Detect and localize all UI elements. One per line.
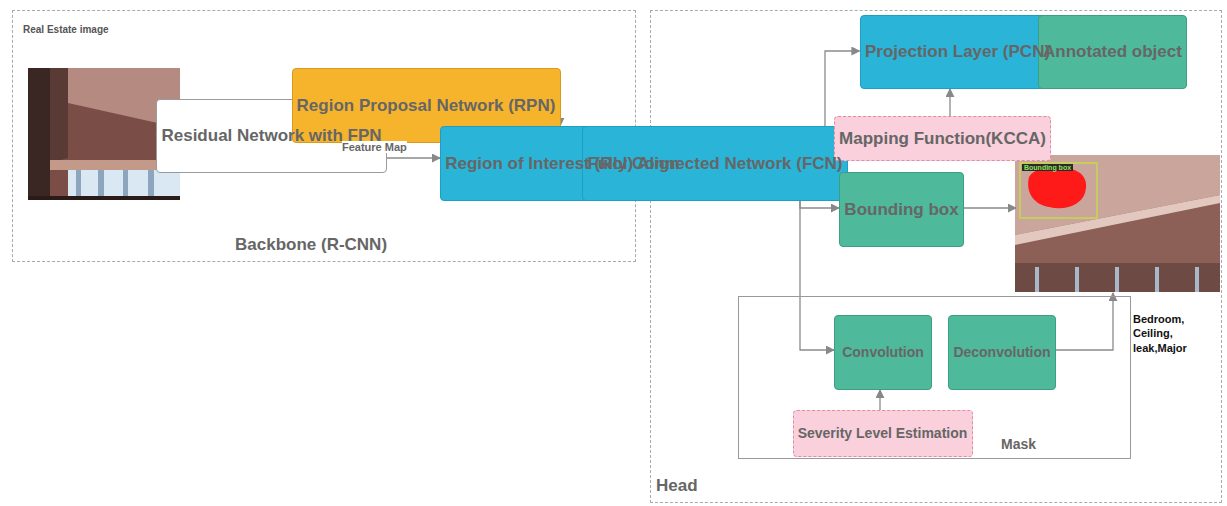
- flow-arrow: [964, 207, 1016, 208]
- wall-corner: [50, 68, 68, 163]
- box-label: Convolution: [842, 344, 924, 362]
- curtain-fold: [98, 170, 104, 196]
- auxiliary-box: Mapping Function(KCCA): [834, 116, 1051, 161]
- edge-label-text: Feature Map: [342, 141, 407, 153]
- process-box: Projection Layer (PCN): [860, 15, 1056, 89]
- leak-mask: [1028, 167, 1086, 208]
- wall: [1015, 155, 1220, 292]
- box-label: Bounding box: [844, 199, 958, 220]
- process-box: Deconvolution: [948, 315, 1056, 390]
- backbone-region: Backbone (R-CNN)Real Estate imageResidua…: [12, 10, 636, 262]
- box-label: Region Proposal Network (RPN): [297, 95, 556, 116]
- group-label: Mask: [1001, 436, 1036, 452]
- door-shadow: [28, 68, 50, 200]
- group-label: Head: [656, 476, 698, 496]
- box-label: Annotated object: [1043, 41, 1182, 62]
- group-label: Backbone (R-CNN): [235, 235, 387, 255]
- curtain-stripe: [1195, 267, 1199, 292]
- mask-group: Mask Convolution DeconvolutionSeverity Lev…: [738, 296, 1131, 459]
- curtain-fold: [148, 170, 154, 196]
- flow-arrow: [879, 390, 880, 410]
- output-annotation: Bedroom, Ceiling, leak,Major: [1133, 312, 1208, 355]
- head-region: HeadFully Connected Network (FCN)Project…: [650, 10, 1222, 503]
- output-box: Annotated object: [1038, 15, 1187, 89]
- flow-arrow: [1056, 293, 1113, 350]
- curtain-stripe: [1155, 267, 1159, 292]
- group-label: Bounding box: [1022, 164, 1073, 171]
- result-photo: [1015, 155, 1220, 292]
- flow-arrow: [387, 157, 440, 158]
- group-label: Real Estate image: [23, 24, 109, 35]
- box-label: Fully Connected Network (FCN): [587, 153, 842, 174]
- box-label: Severity Level Estimation: [798, 425, 968, 443]
- process-box: Convolution: [834, 315, 932, 390]
- curtain-fold: [76, 170, 81, 196]
- curtain-stripe: [1115, 267, 1119, 292]
- curtain: [1015, 263, 1220, 292]
- edge-label: Feature Map: [342, 141, 407, 153]
- floor-edge: [28, 196, 180, 200]
- result-image: Bounding box: [1016, 156, 1221, 293]
- detection-box: [1020, 163, 1097, 218]
- box-label: Projection Layer (PCN): [865, 41, 1050, 62]
- auxiliary-box: Severity Level Estimation: [793, 410, 973, 457]
- curtain-fold: [123, 170, 128, 196]
- curtain-stripe: [1035, 267, 1039, 292]
- process-box: Fully Connected Network (FCN): [582, 126, 848, 201]
- curtain-stripe: [1075, 267, 1079, 292]
- box-label: Mapping Function(KCCA): [839, 128, 1046, 149]
- flow-arrow: [949, 89, 950, 116]
- box-label: Deconvolution: [953, 344, 1050, 362]
- process-box: Bounding box: [839, 172, 964, 247]
- annotation-text: Bedroom, Ceiling, leak,Major: [1133, 312, 1208, 355]
- window: [68, 170, 180, 196]
